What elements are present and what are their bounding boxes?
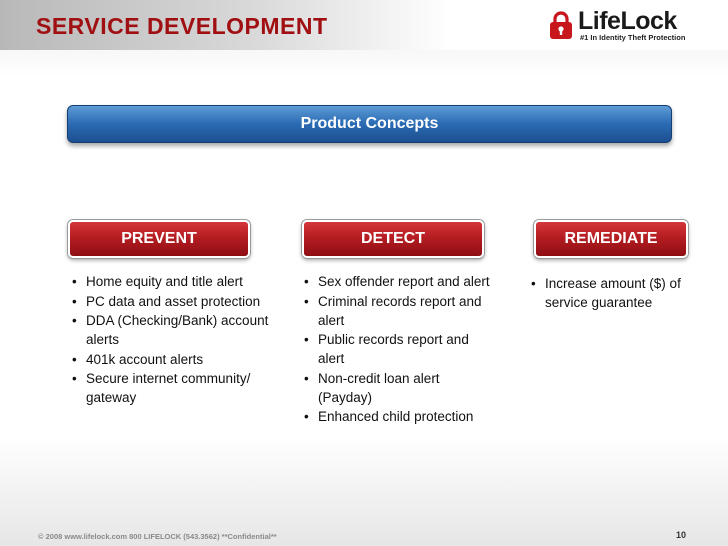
- header-bar: [0, 0, 728, 50]
- prevent-list: Home equity and title alert PC data and …: [72, 272, 272, 408]
- list-item: DDA (Checking/Bank) account alerts: [72, 311, 272, 349]
- remediate-heading: REMEDIATE: [534, 220, 688, 258]
- list-item: PC data and asset protection: [72, 292, 272, 311]
- banner-title: Product Concepts: [300, 115, 439, 132]
- column-heading-label: REMEDIATE: [564, 230, 658, 247]
- list-item: Increase amount ($) of service guarantee: [531, 274, 691, 312]
- list-item: Sex offender report and alert: [304, 272, 494, 291]
- list-item: Enhanced child protection: [304, 407, 494, 426]
- list-item: Public records report and alert: [304, 330, 494, 368]
- column-heading-label: DETECT: [361, 230, 425, 247]
- lifelock-logo: LifeLock #1 In Identity Theft Protection: [548, 7, 714, 44]
- page-number: 10: [676, 530, 687, 540]
- list-item: 401k account alerts: [72, 350, 272, 369]
- padlock-icon: [550, 11, 572, 39]
- list-item: Criminal records report and alert: [304, 292, 494, 330]
- detect-list: Sex offender report and alert Criminal r…: [304, 272, 494, 427]
- logo-wordmark: LifeLock: [578, 7, 677, 35]
- logo-tagline: #1 In Identity Theft Protection: [580, 33, 686, 42]
- list-item: Secure internet community/ gateway: [72, 369, 272, 407]
- remediate-list: Increase amount ($) of service guarantee: [531, 274, 691, 313]
- column-heading-label: PREVENT: [121, 230, 197, 247]
- footer-text: © 2008 www.lifelock.com 800 LIFELOCK (54…: [38, 532, 277, 541]
- product-concepts-banner: Product Concepts: [67, 105, 672, 143]
- list-item: Non-credit loan alert (Payday): [304, 369, 494, 407]
- list-item: Home equity and title alert: [72, 272, 272, 291]
- slide-title: SERVICE DEVELOPMENT: [36, 13, 328, 39]
- detect-heading: DETECT: [302, 220, 484, 258]
- prevent-heading: PREVENT: [68, 220, 250, 258]
